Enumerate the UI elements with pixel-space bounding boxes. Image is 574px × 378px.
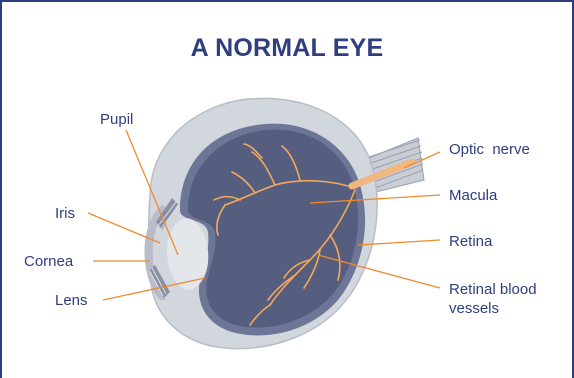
label-pupil: Pupil [100,111,133,128]
label-optic-nerve: Optic nerve [449,141,530,158]
label-iris: Iris [55,205,75,222]
label-retinal-blood-vessels-line2: vessels [449,300,499,317]
label-macula: Macula [449,187,497,204]
label-lens: Lens [55,292,88,309]
label-retinal-blood-vessels-line1: Retinal blood [449,281,537,298]
label-cornea: Cornea [24,253,73,270]
label-retina: Retina [449,233,492,250]
